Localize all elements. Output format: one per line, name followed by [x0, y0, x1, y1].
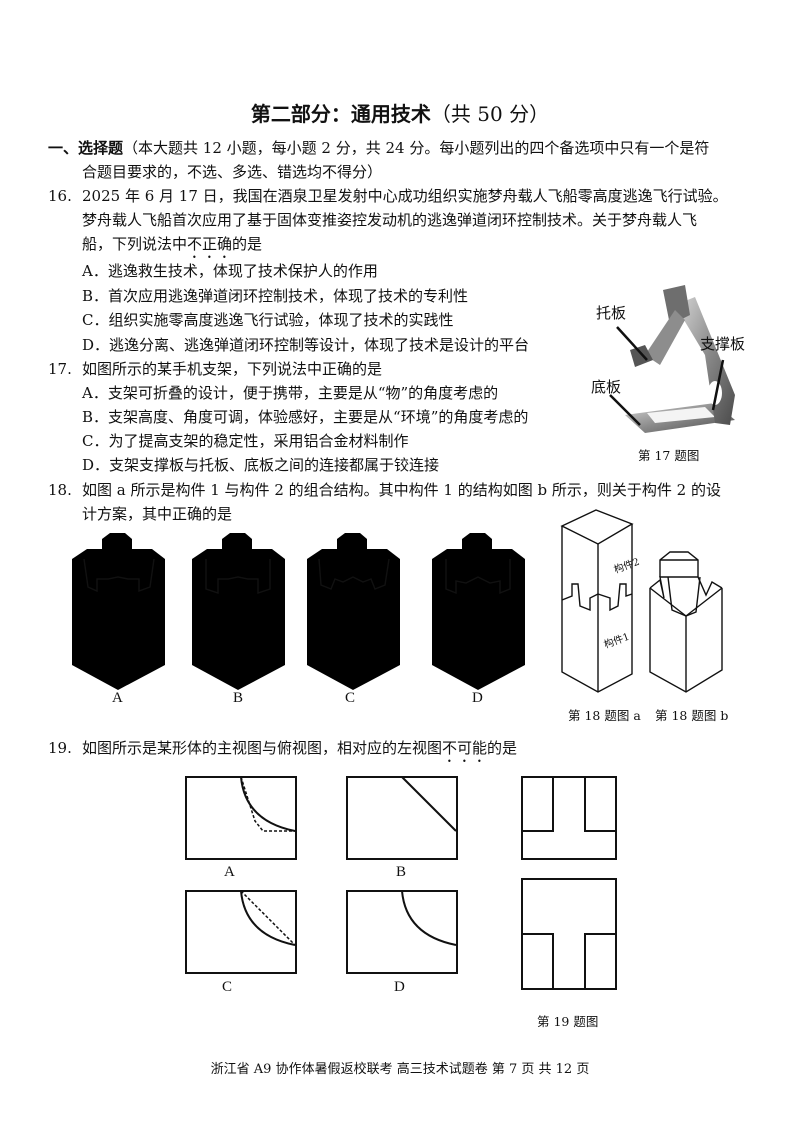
section-desc-2: 合题目要求的，不选、多选、错选均不得分） — [82, 163, 383, 181]
q19-stem: 如图所示是某形体的主视图与俯视图，相对应的左视图不可能的是 — [82, 738, 517, 766]
q16-option-c: C．组织实施零高度逃逸飞行试验，体现了技术的实践性 — [82, 311, 454, 329]
q17-stem: 如图所示的某手机支架，下列说法中正确的是 — [82, 360, 383, 378]
label-support-plate: 支撑板 — [700, 335, 746, 353]
q18-label-d: D — [472, 690, 483, 706]
q16-line3-pre: 船，下列说法中 — [82, 235, 188, 253]
section-desc-1: （本大题共 12 小题，每小题 2 分，共 24 分。每小题列出的四个备选项中只… — [123, 139, 710, 157]
q16-option-a: A．逃逸救生技术，体现了技术保护人的作用 — [82, 262, 378, 280]
section-heading: 一、选择题 — [48, 139, 124, 157]
q19-label-a: A — [224, 864, 235, 880]
q19-stem-pre: 如图所示是某形体的主视图与俯视图，相对应的左视图 — [82, 739, 443, 757]
q18-figure-b — [649, 551, 723, 693]
q18-figure-a — [560, 509, 634, 693]
q17-option-c: C．为了提高支架的稳定性，采用铝合金材料制作 — [82, 432, 409, 450]
title-points: （共 50 分） — [430, 102, 550, 126]
q18-option-d-figure — [432, 533, 525, 690]
q19-option-d-view — [346, 890, 458, 974]
section-title: 第二部分：通用技术（共 50 分） — [0, 98, 800, 127]
q19-label-b: B — [396, 864, 407, 880]
q18-line2: 计方案，其中正确的是 — [82, 505, 233, 523]
page-footer: 浙江省 A9 协作体暑假返校联考 高三技术试题卷 第 7 页 共 12 页 — [210, 1062, 590, 1077]
q18-option-c-figure — [307, 533, 400, 690]
q17-option-b: B．支架高度、角度可调，体验感好，主要是从“环境”的角度考虑的 — [82, 408, 529, 426]
q16-option-b: B．首次应用逃逸弹道闭环控制技术，体现了技术的专利性 — [82, 287, 469, 305]
q16-option-d: D．逃逸分离、逃逸弹道闭环控制等设计，体现了技术是设计的平台 — [82, 336, 530, 354]
q17-option-a: A．支架可折叠的设计，便于携带，主要是从“物”的角度考虑的 — [82, 384, 499, 402]
q18-label-a: A — [112, 690, 123, 706]
q17-number: 17. — [48, 360, 72, 378]
q18-caption-b: 第 18 题图 b — [655, 708, 729, 723]
q18-label-c: C — [345, 690, 356, 706]
q18-number: 18. — [48, 481, 72, 499]
q16-line1: 2025 年 6 月 17 日，我国在酒泉卫星发射中心成功组织实施梦舟载人飞船零… — [82, 187, 728, 205]
q17-option-d: D．支架支撑板与托板、底板之间的连接都属于铰连接 — [82, 456, 440, 474]
q18-line1: 如图 a 所示是构件 1 与构件 2 的组合结构。其中构件 1 的结构如图 b … — [82, 481, 721, 499]
q19-caption: 第 19 题图 — [537, 1014, 599, 1029]
q19-option-b-view — [346, 776, 458, 860]
q18-label-b: B — [233, 690, 244, 706]
q19-label-d: D — [394, 979, 405, 995]
q18-option-a-figure — [72, 533, 165, 690]
q19-stem-post: 的是 — [487, 739, 518, 757]
q16-emphasis: 不正确 — [187, 235, 233, 253]
q16-line3: 船，下列说法中不正确的是 — [82, 234, 262, 262]
q18-option-b-figure — [192, 533, 285, 690]
section-instructions: 一、选择题（本大题共 12 小题，每小题 2 分，共 24 分。每小题列出的四个… — [48, 138, 709, 158]
phone-stand-figure — [609, 285, 735, 433]
q19-emphasis: 不可能 — [442, 739, 488, 757]
q19-number: 19. — [48, 739, 72, 757]
q19-option-a-view — [185, 776, 297, 860]
label-tray: 托板 — [596, 304, 627, 322]
q16-number: 16. — [48, 187, 72, 205]
label-base-plate: 底板 — [591, 378, 622, 396]
q19-top-view — [521, 878, 617, 990]
title-main: 第二部分：通用技术 — [250, 102, 431, 126]
q19-front-view — [521, 776, 617, 860]
q18-caption-a: 第 18 题图 a — [568, 708, 641, 723]
q19-option-c-view — [185, 890, 297, 974]
q19-label-c: C — [222, 979, 233, 995]
q17-figure-caption: 第 17 题图 — [638, 448, 700, 463]
q16-line2: 梦舟载人飞船首次应用了基于固体变推姿控发动机的逃逸弹道闭环控制技术。关于梦舟载人… — [82, 211, 698, 229]
q16-line3-post: 的是 — [232, 235, 263, 253]
